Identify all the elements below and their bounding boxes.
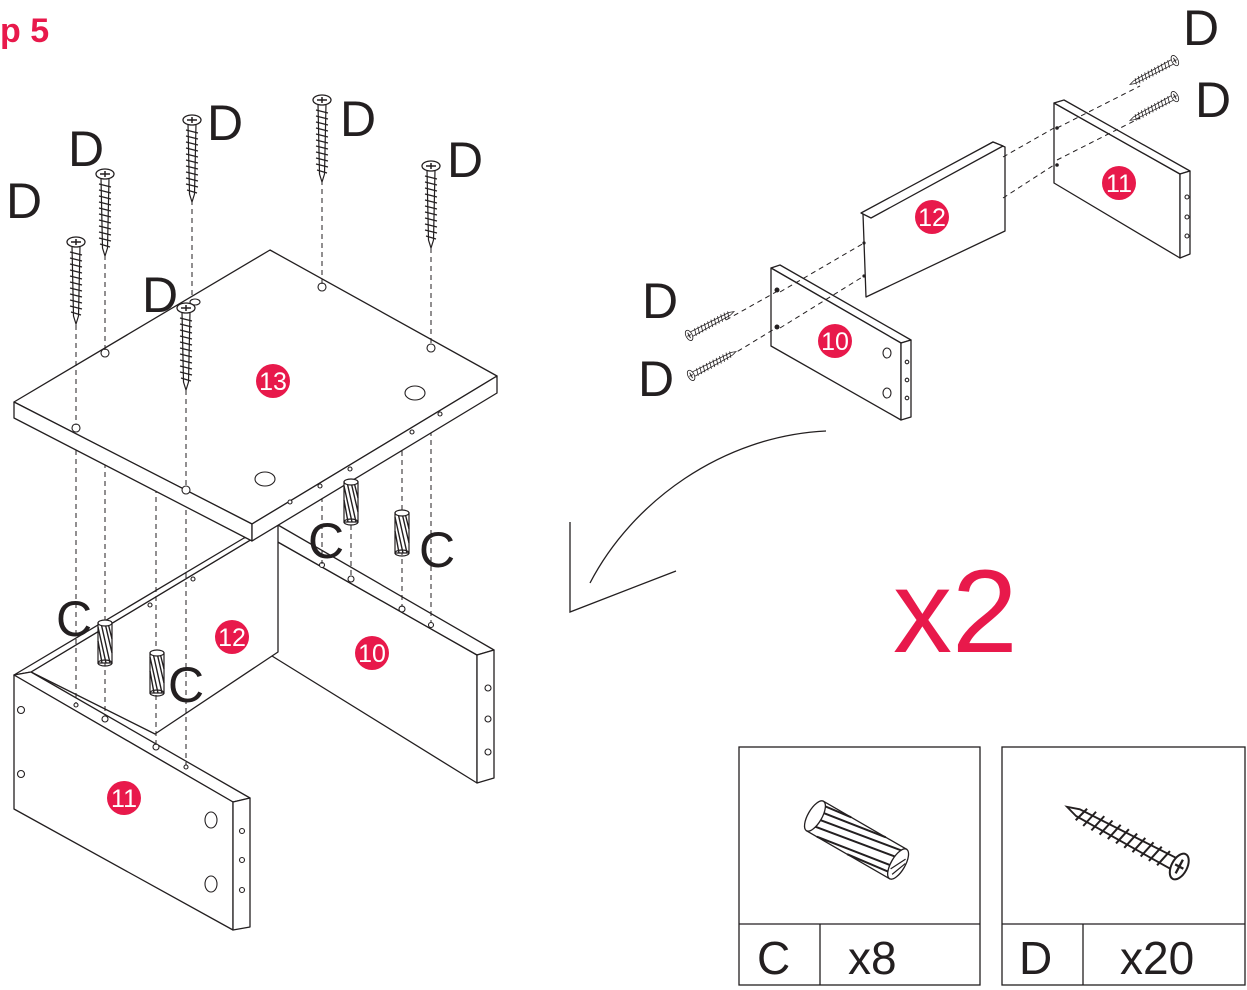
exploded-side-assembly: D D D D 12 11 10 bbox=[638, 0, 1231, 421]
screw-icon bbox=[182, 114, 202, 203]
base-assembly: D D D D D D C C C C 13 12 10 11 bbox=[6, 91, 498, 931]
screw-icon bbox=[421, 160, 441, 249]
screw-icon bbox=[1126, 53, 1181, 90]
dowel-label: C bbox=[308, 513, 344, 569]
panel-number: 11 bbox=[111, 785, 137, 813]
parts-legend: C x8 D x20 bbox=[738, 746, 1246, 986]
repeat-multiplier: x2 bbox=[893, 546, 1018, 678]
panel-badge: 10 bbox=[355, 636, 389, 670]
screw-label: D bbox=[68, 121, 104, 177]
screw-icon bbox=[312, 94, 332, 183]
legend-quantity: x8 bbox=[848, 932, 897, 984]
screw-label: D bbox=[340, 91, 376, 147]
screw-label: D bbox=[1183, 0, 1219, 56]
screw-label: D bbox=[142, 267, 178, 323]
wooden-dowel-icon bbox=[149, 649, 165, 697]
wooden-dowel-icon bbox=[97, 619, 113, 667]
panel-badge: 10 bbox=[818, 324, 852, 358]
panel-number: 12 bbox=[918, 204, 946, 232]
screw-label: D bbox=[638, 351, 674, 407]
legend-quantity: x20 bbox=[1120, 932, 1194, 984]
panel-number: 10 bbox=[358, 640, 386, 668]
dowel-label: C bbox=[168, 657, 204, 713]
panel-number: 13 bbox=[259, 368, 287, 396]
screw-icon bbox=[66, 236, 86, 325]
screw-label: D bbox=[642, 273, 678, 329]
dowel-label: C bbox=[419, 522, 455, 578]
legend-box-screw: D x20 bbox=[1001, 746, 1246, 986]
curved-arrow-icon bbox=[569, 430, 827, 613]
panel-13-top bbox=[13, 249, 498, 542]
screw-icon bbox=[685, 346, 740, 383]
screw-label: D bbox=[447, 132, 483, 188]
panel-badge: 11 bbox=[107, 781, 141, 815]
panel-badge: 11 bbox=[1102, 166, 1136, 200]
screw-icon bbox=[1126, 89, 1181, 126]
panel-number: 11 bbox=[1106, 170, 1132, 198]
wooden-dowel-icon bbox=[394, 509, 410, 557]
screw-icon bbox=[683, 306, 738, 343]
wooden-dowel-icon bbox=[343, 478, 359, 526]
wooden-dowel-icon bbox=[803, 800, 910, 880]
screw-label: D bbox=[6, 173, 42, 229]
panel-number: 12 bbox=[218, 624, 246, 652]
screw-icon bbox=[95, 168, 115, 257]
screw-label: D bbox=[1195, 72, 1231, 128]
screw-label: D bbox=[207, 95, 243, 151]
legend-letter: C bbox=[757, 932, 790, 984]
panel-number: 10 bbox=[821, 328, 849, 356]
legend-box-dowel: C x8 bbox=[738, 746, 981, 986]
dowel-label: C bbox=[56, 591, 92, 647]
panel-badge: 13 bbox=[256, 364, 290, 398]
step-title: p 5 bbox=[0, 12, 49, 50]
panel-badge: 12 bbox=[915, 200, 949, 234]
legend-letter: D bbox=[1019, 932, 1052, 984]
panel-badge: 12 bbox=[215, 620, 249, 654]
